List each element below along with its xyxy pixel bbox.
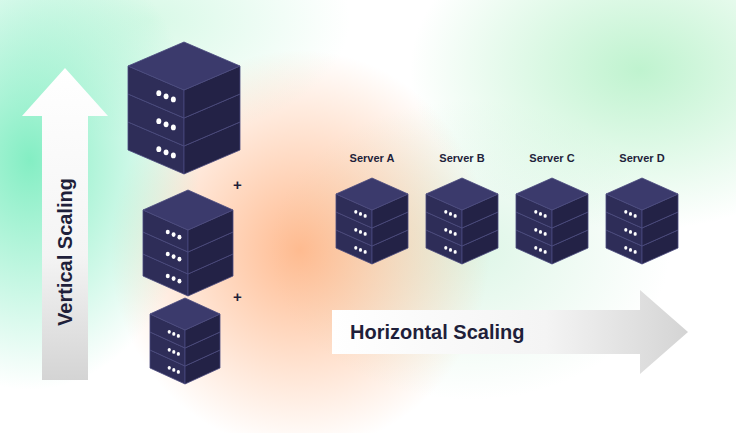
server-stack: [606, 178, 678, 264]
server-stack: [426, 178, 498, 264]
server-light: [166, 274, 170, 279]
server-light: [177, 370, 180, 374]
server-light: [539, 248, 542, 252]
server-light: [172, 254, 176, 259]
server-top: [426, 178, 498, 210]
server-light: [634, 214, 637, 218]
server-light: [156, 146, 161, 152]
server-light: [364, 250, 367, 254]
server-light: [172, 332, 175, 336]
server-light: [634, 232, 637, 236]
plus-sign: +: [233, 288, 242, 305]
server-light: [534, 246, 537, 250]
server-light: [171, 125, 176, 131]
server-light: [534, 228, 537, 232]
server-light: [177, 279, 181, 284]
server-light: [444, 228, 447, 232]
server-light: [172, 368, 175, 372]
plus-sign: +: [233, 176, 242, 193]
server-node: Server B: [422, 152, 502, 272]
vertical-arrow: Vertical Scaling: [20, 66, 110, 384]
server-light: [444, 246, 447, 250]
server-light: [359, 248, 362, 252]
server-light: [544, 232, 547, 236]
server-light: [539, 230, 542, 234]
server-light: [624, 210, 627, 214]
server-light: [449, 230, 452, 234]
arrow-label: Vertical Scaling: [54, 178, 77, 326]
server-light: [164, 93, 169, 99]
server-light: [629, 230, 632, 234]
server-label: Server D: [602, 152, 682, 168]
server-top: [150, 298, 220, 330]
server-light: [166, 230, 170, 235]
server-light: [544, 214, 547, 218]
arrow-body: [22, 68, 108, 380]
server-light: [449, 248, 452, 252]
server-stack: [150, 298, 220, 384]
server-light: [168, 366, 171, 370]
server-light: [539, 212, 542, 216]
server-light: [172, 350, 175, 354]
server-light: [177, 235, 181, 240]
server-light: [156, 90, 161, 96]
server-light: [624, 228, 627, 232]
server-picture: [332, 176, 412, 276]
server-node: Server D: [602, 152, 682, 272]
server-light: [449, 212, 452, 216]
server-light: [177, 257, 181, 262]
server-light: [172, 276, 176, 281]
server-light: [454, 232, 457, 236]
server-picture: [512, 176, 592, 276]
server-light: [454, 214, 457, 218]
server-light: [444, 210, 447, 214]
server-top: [143, 190, 233, 230]
server-light: [177, 352, 180, 356]
arrow-body: [332, 290, 688, 374]
server-top: [336, 178, 408, 210]
server-light: [454, 250, 457, 254]
server-light: [177, 334, 180, 338]
server-light: [168, 348, 171, 352]
server-picture: [422, 176, 502, 276]
server-stack: [336, 178, 408, 264]
server-light: [156, 118, 161, 124]
server-label: Server B: [422, 152, 502, 168]
server-label: Server C: [512, 152, 592, 168]
server-light: [359, 212, 362, 216]
horizontal-arrow: Horizontal Scaling: [330, 288, 692, 376]
server-light: [172, 232, 176, 237]
server-light: [624, 246, 627, 250]
server-light: [166, 252, 170, 257]
server-light: [171, 153, 176, 159]
server-light: [364, 232, 367, 236]
server-light: [354, 228, 357, 232]
server-stack: [128, 42, 240, 174]
server-light: [171, 97, 176, 103]
server-light: [164, 121, 169, 127]
server-top: [516, 178, 588, 210]
server-light: [354, 210, 357, 214]
server-node: Server C: [512, 152, 592, 272]
server-light: [164, 149, 169, 155]
server-label: Server A: [332, 152, 412, 168]
server-light: [634, 250, 637, 254]
server-light: [168, 330, 171, 334]
server-light: [534, 210, 537, 214]
server-light: [629, 212, 632, 216]
server-stack: [143, 190, 233, 296]
server-node: Server A: [332, 152, 412, 272]
server-light: [544, 250, 547, 254]
server-light: [359, 230, 362, 234]
server-stack: [516, 178, 588, 264]
server-top: [606, 178, 678, 210]
arrow-label: Horizontal Scaling: [350, 321, 524, 344]
server-picture: [602, 176, 682, 276]
server-light: [364, 214, 367, 218]
server-light: [629, 248, 632, 252]
server-light: [354, 246, 357, 250]
server-top: [128, 42, 240, 90]
